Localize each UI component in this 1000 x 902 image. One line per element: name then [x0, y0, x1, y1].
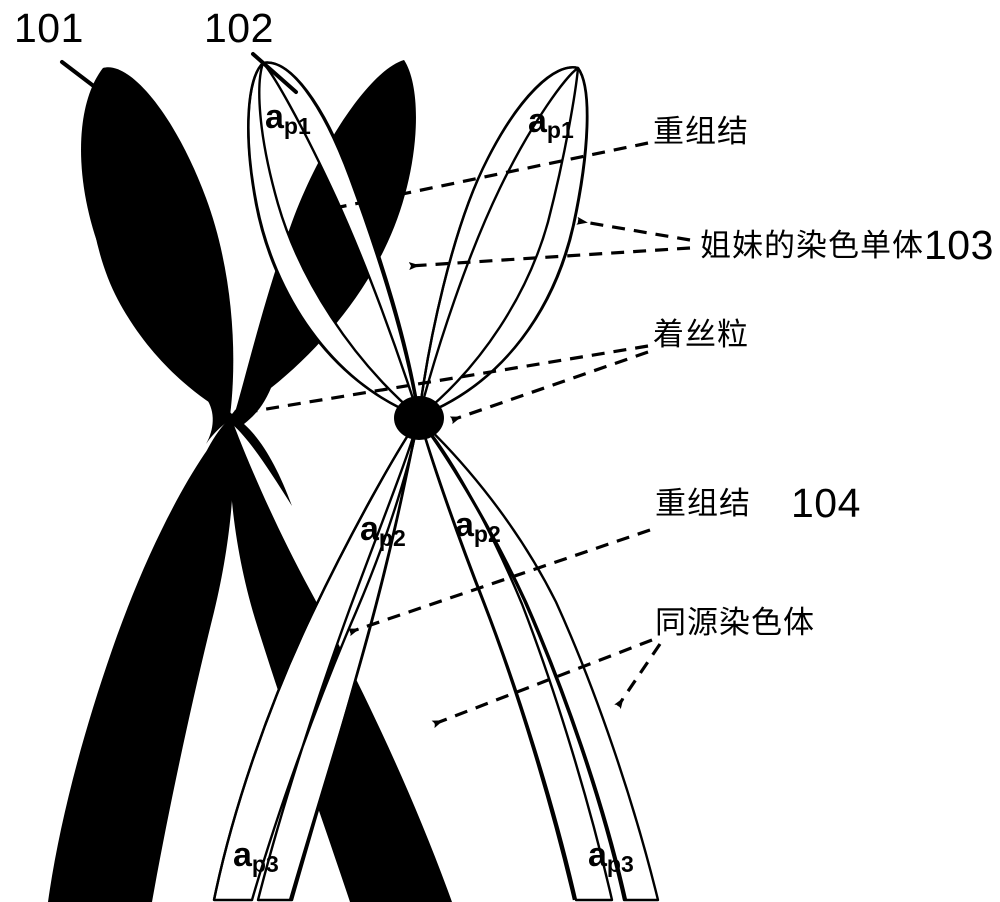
annotation-sister-chromatids-text: 姐妹的染色单体 [700, 228, 924, 264]
arrow-centromere-dark [234, 344, 649, 419]
arrow-sister-chromatid-upper [576, 216, 691, 242]
reference-numeral-102: 102 [204, 5, 274, 51]
arm-label-p3-right-base: a [588, 836, 607, 874]
annotation-recombination-node-bottom: 重组结 104 [655, 480, 861, 524]
arm-label-p3-left-sub: p3 [251, 851, 279, 877]
arm-label-p1-right-sub: p1 [546, 117, 574, 143]
leader-lines [60, 52, 298, 102]
arrow-recombination-node-bottom [347, 528, 651, 637]
light-chromosome-outlines [212, 61, 628, 901]
arrow-homologous-dark [614, 643, 662, 710]
reference-numeral-103: 103 [924, 222, 994, 268]
annotation-homologous-chromosomes: 同源染色体 [655, 605, 815, 641]
arm-label-p1-left-base: a [265, 98, 284, 136]
arm-label-p3-right-sub: p3 [606, 851, 634, 877]
arm-label-p3-left: ap3 [233, 836, 279, 876]
annotation-recombination-node-top: 重组结 [653, 114, 749, 150]
arrow-recombination-node-top [333, 141, 649, 213]
arm-label-p2-right: ap2 [455, 506, 501, 546]
arm-label-p2-left-sub: p2 [378, 525, 406, 551]
arm-label-p2-right-sub: p2 [473, 521, 501, 547]
arm-label-p1-right-base: a [528, 102, 547, 140]
centromere-dot [394, 396, 444, 440]
arm-label-p1-left-sub: p1 [283, 113, 311, 139]
arrow-homologous-light [431, 638, 653, 729]
arm-label-p3-left-base: a [233, 836, 252, 874]
arrow-centromere-light [449, 350, 649, 425]
annotation-recombination-node-bottom-text: 重组结 [655, 486, 751, 522]
arm-label-p1-left: ap1 [265, 98, 311, 138]
leader-line-101 [60, 60, 114, 102]
arm-label-p2-left-base: a [360, 510, 379, 548]
reference-numeral-101: 101 [14, 5, 84, 51]
arm-label-p3-right: ap3 [588, 836, 634, 876]
reference-numeral-104: 104 [791, 480, 861, 526]
annotation-centromere: 着丝粒 [653, 317, 749, 353]
light-chromosome-102 [212, 61, 660, 902]
pointer-arrows [234, 141, 691, 729]
arrow-sister-chromatid-lower [408, 246, 691, 271]
arm-label-p2-right-base: a [455, 506, 474, 544]
annotation-sister-chromatids: 姐妹的染色单体103 [700, 222, 994, 266]
arm-label-p2-left: ap2 [360, 510, 406, 550]
arm-label-p1-right: ap1 [528, 102, 574, 142]
leader-line-102 [251, 52, 298, 94]
